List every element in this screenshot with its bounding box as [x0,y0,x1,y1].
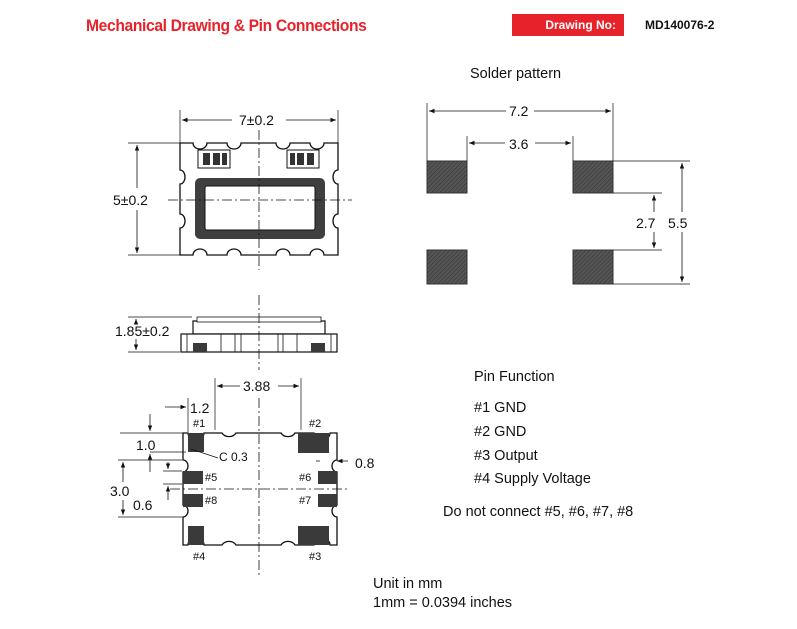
side-view [128,295,338,370]
pin-label-8: #8 [205,495,218,507]
pin-number: #1 [474,400,491,416]
pin-function-item: #2 GND [474,424,591,448]
units-conversion: 1mm = 0.0394 inches [373,595,513,611]
pin-function-list: #1 GND #2 GND #3 Output #4 Supply Voltag… [474,400,591,495]
pad-2 [298,433,329,453]
bottom-pitch-dim: 3.88 [243,378,271,394]
solder-pattern [426,103,690,285]
pad-5 [183,471,203,484]
solder-pad-br [572,249,614,285]
solder-inner-height-dim: 2.7 [636,215,656,231]
bottom-view [118,378,350,575]
solder-pad-bl [426,249,468,285]
pad-8 [183,494,203,507]
top-connector-right [286,149,320,169]
bottom-inner-pad-dim: 0.6 [133,497,153,513]
pin-function-item: #3 Output [474,448,591,471]
top-view [128,110,352,270]
pad-7 [318,494,337,507]
drawing-number-value: MD140076-2 [645,18,715,32]
pin-number: #4 [474,471,491,487]
bottom-chamfer-dim: C 0.3 [219,450,248,464]
pin-name: GND [494,400,527,416]
no-connect-note: Do not connect #5, #6, #7, #8 [443,504,634,520]
pin-label-2: #2 [309,418,322,430]
pin-number: #3 [474,448,491,464]
solder-inner-gap-dim: 3.6 [509,136,529,152]
pin-label-1: #1 [193,418,206,430]
pin-function-item: #4 Supply Voltage [474,471,591,495]
pin-label-7: #7 [299,495,312,507]
pin-number: #2 [474,424,491,440]
top-view-height-dim: 5±0.2 [113,192,148,208]
solder-outer-height-dim: 5.5 [668,215,688,231]
pin-label-4: #4 [193,551,206,563]
top-view-width-dim: 7±0.2 [239,112,274,128]
pin-label-5: #5 [205,472,218,484]
bottom-inner-pad-right-dim: 0.8 [355,455,375,471]
solder-outer-width-dim: 7.2 [509,103,529,119]
pad-6 [318,471,337,484]
pin-name: GND [494,424,527,440]
pin-name: Output [494,448,538,464]
solder-pad-tr [572,160,614,194]
bottom-pad-height-dim: 1.0 [136,437,156,453]
solder-pattern-title: Solder pattern [470,66,562,82]
pin-function-item: #1 GND [474,400,591,424]
drawing-number-label: Drawing No: [512,14,624,36]
bottom-span-dim: 3.0 [110,483,130,499]
units-note: Unit in mm [373,576,443,592]
bottom-pad-width-dim: 1.2 [190,400,210,416]
side-view-height-dim: 1.85±0.2 [115,323,170,339]
pin-label-3: #3 [309,551,322,563]
solder-pad-tl [426,160,468,194]
pin-name: Supply Voltage [494,471,591,487]
page-title: Mechanical Drawing & Pin Connections [86,16,367,35]
pad-3 [298,526,329,545]
pin-label-6: #6 [299,472,312,484]
top-connector-left [197,149,231,169]
pin-function-title: Pin Function [474,369,555,385]
